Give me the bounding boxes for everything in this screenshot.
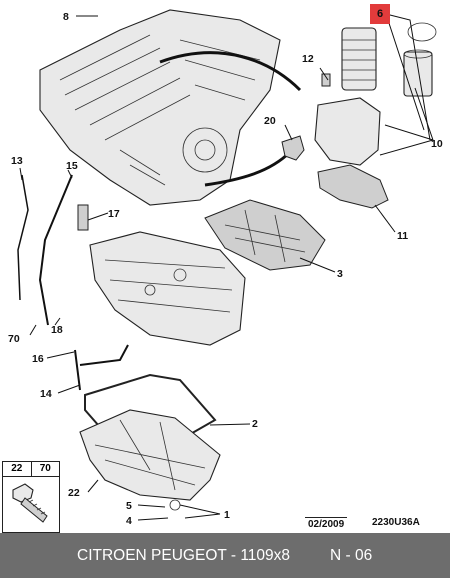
callout-1: 1	[224, 509, 230, 521]
mounting-bracket	[281, 135, 305, 161]
inset-label-22: 22	[3, 462, 32, 476]
callout-10: 10	[431, 138, 443, 150]
inset-label-70: 70	[39, 463, 51, 474]
baffle-plate	[204, 199, 326, 271]
callout-5: 5	[126, 500, 132, 512]
callout-11: 11	[397, 230, 408, 242]
oil-sump	[79, 409, 221, 511]
dipstick-tube	[38, 174, 73, 326]
callout-6-highlight: 6	[370, 4, 390, 24]
inset-header: 22 70	[3, 462, 59, 477]
callout-8: 8	[63, 11, 69, 23]
callout-15: 15	[66, 160, 78, 172]
callout-16: 16	[32, 353, 44, 365]
callout-18: 18	[51, 324, 63, 336]
hose-upper	[159, 51, 302, 92]
callout-22: 22	[68, 487, 80, 499]
sump-gasket	[84, 373, 217, 452]
callout-6: 6	[376, 8, 384, 20]
callout-2: 2	[252, 418, 258, 430]
bolt-drawing	[12, 483, 48, 523]
drawing-date: 02/2009	[305, 517, 348, 530]
oil-level-sensor	[77, 204, 89, 231]
oil-filter-housing	[314, 22, 437, 166]
callout-17: 17	[108, 208, 120, 220]
bolt-detail-inset: 22 70	[2, 461, 60, 533]
callout-20: 20	[264, 115, 276, 127]
drawing-reference: 2230U36A	[372, 517, 420, 528]
lower-crankcase	[89, 231, 246, 346]
callout-3: 3	[337, 268, 343, 280]
callout-70: 70	[8, 333, 20, 345]
leader-lines	[19, 13, 434, 521]
dipstick	[17, 174, 29, 301]
hose-lower	[204, 150, 292, 187]
callout-14: 14	[40, 388, 52, 400]
callout-13: 13	[11, 155, 23, 167]
footer-bar: CITROEN PEUGEOT - 1109x8 N - 06	[0, 533, 450, 578]
footer-position-code: N - 06	[330, 546, 373, 564]
oil-return-pipe	[74, 344, 129, 391]
callout-12: 12	[302, 53, 314, 65]
filter-housing-gasket	[317, 164, 389, 209]
callout-4: 4	[126, 515, 132, 527]
footer-part-number: CITROEN PEUGEOT - 1109x8	[77, 546, 291, 564]
exploded-parts-diagram: 8 12 10 20 11 3 13 15 17 70 18 16 14 2 2…	[8, 9, 443, 527]
